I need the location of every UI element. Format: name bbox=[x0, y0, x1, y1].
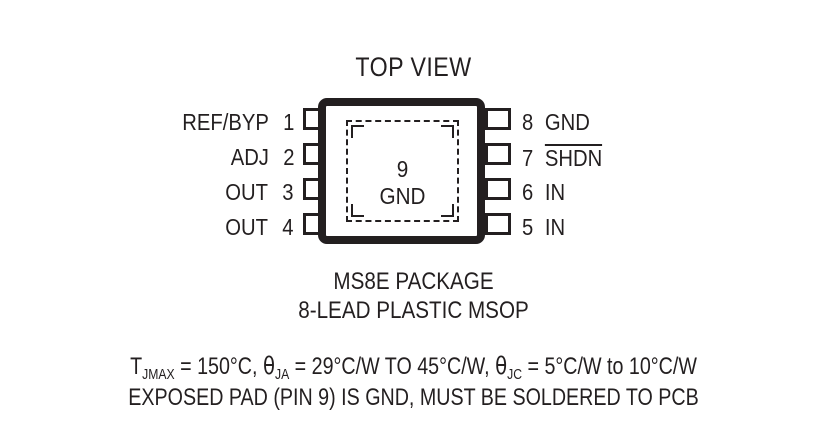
pin-number-4: 4 bbox=[282, 214, 294, 240]
lead-type-caption: 8-LEAD PLASTIC MSOP bbox=[298, 297, 529, 324]
exposed-pad-outline: 9 GND bbox=[346, 120, 459, 222]
pin-number-7: 7 bbox=[522, 145, 534, 171]
tj-value: = 150°C, bbox=[174, 353, 263, 380]
pin-name-3: OUT bbox=[225, 179, 269, 205]
tj-symbol: T bbox=[130, 353, 143, 380]
package-drawing: 9 GND bbox=[0, 98, 827, 248]
lead-pin-6 bbox=[485, 178, 511, 200]
theta-ja-value: = 29°C/W TO 45°C/W, bbox=[289, 353, 496, 380]
pin-name-1: REF/BYP bbox=[181, 109, 269, 135]
pin-label-5: 5 IN bbox=[522, 216, 565, 239]
tj-subscript: JMAX bbox=[142, 366, 175, 383]
pin-number-2: 2 bbox=[282, 144, 294, 170]
pin-number-1: 1 bbox=[282, 109, 294, 135]
theta-jc-symbol: θ bbox=[495, 352, 508, 380]
lead-pin-7 bbox=[485, 143, 511, 165]
pin-label-1: REF/BYP 1 bbox=[182, 111, 294, 134]
pin-name-5: IN bbox=[544, 214, 566, 240]
pin-label-3: OUT 3 bbox=[226, 181, 294, 204]
pad-corner-bottom-right bbox=[441, 204, 454, 217]
pin-number-6: 6 bbox=[522, 179, 534, 205]
pin-number-3: 3 bbox=[282, 179, 294, 205]
pin-name-7: SHDN bbox=[544, 144, 603, 171]
exposed-pad-pin-number: 9 bbox=[396, 156, 409, 182]
theta-ja-symbol: θ bbox=[262, 352, 275, 380]
top-view-title: TOP VIEW bbox=[355, 52, 472, 82]
theta-ja-subscript: JA bbox=[274, 366, 290, 383]
pin-label-8: 8 GND bbox=[522, 111, 590, 134]
pad-corner-top-left bbox=[351, 125, 364, 138]
lead-pin-5 bbox=[485, 213, 511, 235]
exposed-pad-signal-name: GND bbox=[379, 183, 426, 209]
lead-pin-8 bbox=[485, 108, 511, 130]
pin-name-6: IN bbox=[544, 179, 566, 205]
theta-jc-subscript: JC bbox=[507, 366, 523, 383]
pin-label-2: ADJ 2 bbox=[230, 146, 294, 169]
pin-name-2: ADJ bbox=[230, 144, 269, 170]
pin-name-4: OUT bbox=[225, 214, 269, 240]
package-body-outline: 9 GND bbox=[318, 98, 485, 244]
pin-label-4: OUT 4 bbox=[226, 216, 294, 239]
pin-label-7: 7 SHDN bbox=[522, 144, 603, 171]
pin-number-5: 5 bbox=[522, 214, 534, 240]
pad-corner-top-right bbox=[441, 125, 454, 138]
exposed-pad-label: 9 GND bbox=[353, 156, 451, 210]
package-name-caption: MS8E PACKAGE bbox=[333, 268, 494, 295]
thermal-ratings-caption: TJMAX = 150°C, θJA = 29°C/W TO 45°C/W, θ… bbox=[74, 352, 752, 383]
pin-number-8: 8 bbox=[522, 109, 534, 135]
theta-jc-value: = 5°C/W to 10°C/W bbox=[522, 353, 697, 380]
pad-corner-bottom-left bbox=[351, 204, 364, 217]
pin-label-6: 6 IN bbox=[522, 181, 565, 204]
exposed-pad-note-caption: EXPOSED PAD (PIN 9) IS GND, MUST BE SOLD… bbox=[128, 384, 699, 411]
pin-name-8: GND bbox=[544, 109, 590, 135]
